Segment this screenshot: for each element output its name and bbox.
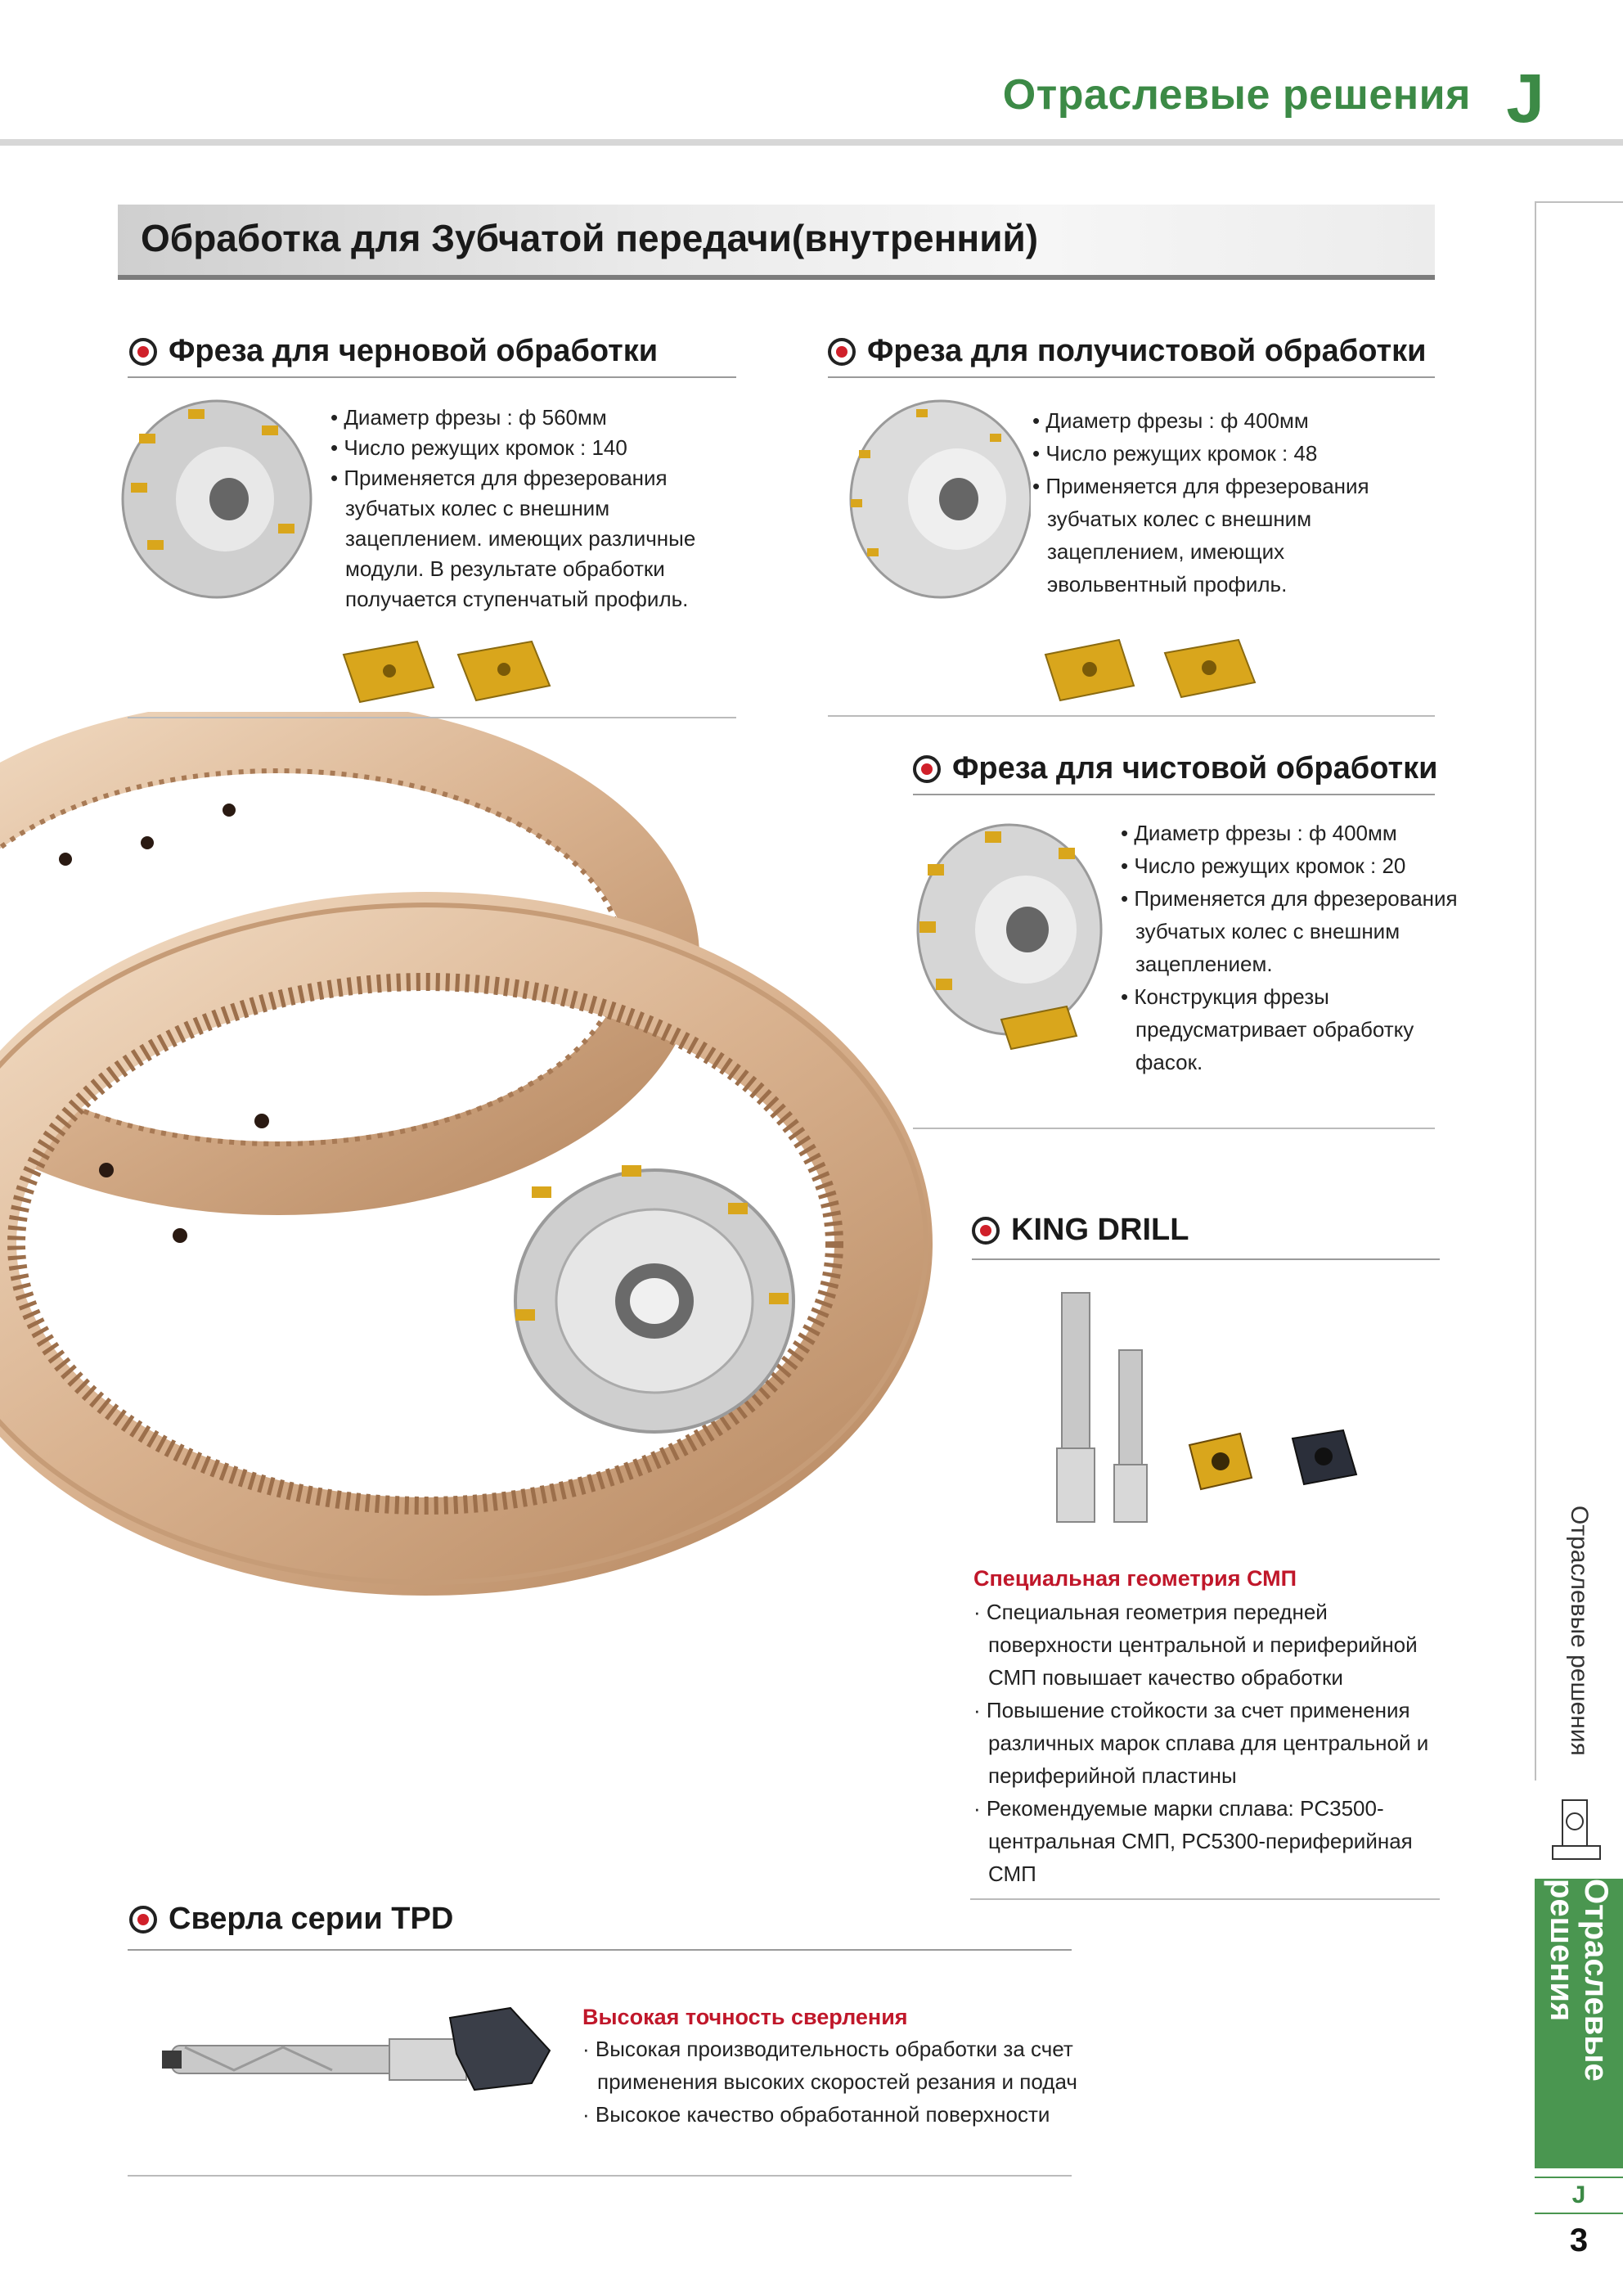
red-dot-bullet-icon [913,754,941,783]
tpd-bottom-rule [128,2175,1072,2177]
milling-cutter-on-gear [514,1165,795,1434]
king-drill-image [1056,1292,1358,1523]
front-ring [0,892,933,1596]
finish-bottom-rule [913,1128,1435,1129]
red-dot-bullet-icon [129,337,157,366]
section-banner [118,205,1435,278]
tpd-features: · Высокая производительность обработки з… [582,2033,1106,2131]
king-feature-grades: · Рекомендуемые марки сплава: PC3500-цен… [973,1796,1413,1886]
machine-part-icon [1552,1799,1601,1860]
semi-underline [828,376,1435,378]
red-dot-bullet-icon [972,1216,1000,1245]
section-title: Обработка для Зубчатой передачи(внутренн… [141,217,1039,259]
tpd-heading: Сверла серии TPD [129,1902,453,1937]
sidebar-rule [1535,201,1536,1781]
king-underline [972,1258,1440,1260]
rough-bottom-rule [128,717,736,718]
semi-cutter-image [849,399,1031,599]
king-drill-subtitle: Специальная геометрия СМП [973,1566,1297,1591]
chapter-letter: J [1506,60,1544,137]
sidebar-top-rule [1535,201,1623,203]
finish-cutter-image [916,823,1103,1051]
sidebar-chapter-tab[interactable] [1535,1879,1623,2168]
tpd-title: Сверла серии TPD [169,1902,454,1936]
semi-cutter-heading: Фреза для получистовой обработки [828,334,1426,369]
semi-insert-images [1044,638,1257,702]
rough-spec-edges: • Число режущих кромок : 140 [330,435,627,460]
king-drill-features: · Специальная геометрия передней поверхн… [973,1596,1448,1890]
rough-cutter-title: Фреза для черновой обработки [169,334,659,368]
finish-spec-diameter: • Диаметр фрезы : ф 400мм [1121,821,1397,845]
king-drill-title: KING DRILL [1011,1213,1189,1247]
rough-spec-application: • Применяется для фрезерования зубчатых … [330,466,696,611]
section-banner-shadow [118,275,1435,280]
finish-cutter-title: Фреза для чистовой обработки [952,751,1438,786]
red-dot-bullet-icon [129,1905,157,1934]
sidebar-chapter-tab-label: Отраслевые решения [1544,1879,1614,2082]
sidebar-chapter-letter: J [1535,2177,1623,2214]
semi-bottom-rule [828,715,1435,717]
semi-spec-diameter: • Диаметр фрезы : ф 400мм [1032,408,1309,433]
page-number: 3 [1569,2222,1589,2258]
rough-insert-images [342,640,551,704]
king-drill-heading: KING DRILL [972,1213,1189,1248]
tpd-insert-image [448,2006,551,2091]
tpd-underline [128,1949,1072,1951]
semi-specs: • Диаметр фрезы : ф 400мм • Число режущи… [1032,404,1425,601]
tpd-subtitle: Высокая точность сверления [582,2005,908,2029]
tpd-feature-surface: · Высокое качество обработанной поверхно… [582,2102,1050,2127]
finish-spec-edges: • Число режущих кромок : 20 [1121,853,1406,878]
finish-spec-application: • Применяется для фрезерования зубчатых … [1121,886,1458,976]
finish-spec-design: • Конструкция фрезы предусматривает обра… [1121,984,1414,1074]
king-feature-durability: · Повышение стойкости за счет применения… [973,1698,1429,1788]
rough-cutter-heading: Фреза для черновой обработки [129,334,658,369]
finish-specs: • Диаметр фрезы : ф 400мм • Число режущи… [1121,817,1464,1078]
tpd-feature-productivity: · Высокая производительность обработки з… [582,2037,1077,2094]
sidebar-vertical-label: Отраслевые решения [1566,1506,1593,1756]
rough-spec-diameter: • Диаметр фрезы : ф 560мм [330,405,607,430]
king-feature-geometry: · Специальная геометрия передней поверхн… [973,1600,1418,1690]
tpd-drill-image [162,2038,467,2081]
finish-underline [913,794,1435,795]
page-header-title: Отраслевые решения [1002,71,1471,119]
header-rule [0,139,1623,146]
semi-spec-application: • Применяется для фрезерования зубчатых … [1032,474,1369,597]
semi-spec-edges: • Число режущих кромок : 48 [1032,441,1318,466]
red-dot-bullet-icon [828,337,856,366]
semi-cutter-title: Фреза для получистовой обработки [867,334,1427,368]
rough-specs: • Диаметр фрезы : ф 560мм • Число режущи… [330,403,723,615]
king-bottom-rule [970,1898,1440,1900]
finish-cutter-heading: Фреза для чистовой обработки [913,751,1437,786]
rough-underline [128,376,736,378]
rough-cutter-image [121,399,312,599]
gear-ring-illustration [0,712,933,1596]
